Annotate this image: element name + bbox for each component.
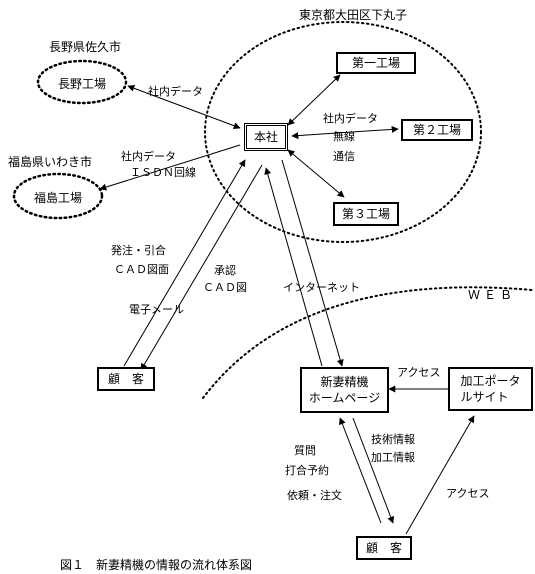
homepage-line2: ホームページ	[308, 391, 381, 405]
process-info-label: 加工情報	[371, 451, 415, 464]
web-boundary-arc	[202, 286, 533, 399]
nagano-location-title: 長野県佐久市	[49, 40, 122, 54]
approval-label1: 承認	[214, 264, 236, 277]
arrow-homepage-to-hq	[264, 167, 323, 367]
arrow-hq-to-homepage	[281, 159, 344, 367]
arrow-hq-to-customer	[140, 164, 263, 371]
portal-line2: ルサイト	[460, 390, 509, 404]
factory2-node: 第２工場	[401, 119, 473, 141]
arrow-hq-nagano	[127, 84, 241, 130]
internet-label: インターネット	[283, 281, 360, 294]
customer-top-node: 顧 客	[97, 367, 155, 391]
arrow-homepage-to-customer	[352, 417, 395, 524]
fukushima-link-label2: ＩＳＤＮ回線	[130, 166, 196, 179]
nagano-link-label: 社内データ	[148, 85, 203, 98]
arrow-customer-to-homepage	[339, 417, 382, 524]
nagano-area-ellipse	[36, 59, 128, 105]
access-portal-label: アクセス	[397, 366, 441, 379]
homepage-node: 新妻精機 ホームページ	[300, 367, 389, 413]
portal-site-node: 加工ポータ ルサイト	[448, 367, 533, 411]
factory3-node: 第３工場	[333, 202, 399, 226]
arrow-hq-factory3	[287, 149, 345, 198]
question-label: 質問	[294, 444, 316, 457]
request-label: 依頼・注文	[287, 489, 342, 502]
internal-link-label2: 無線	[333, 130, 355, 143]
tokyo-area-ellipse	[204, 21, 482, 243]
nagano-factory-node: 長野工場	[57, 77, 106, 91]
email-label: 電子メール	[129, 303, 184, 316]
order-label2: ＣＡＤ図面	[114, 263, 169, 276]
arrow-customer-to-hq	[123, 159, 246, 367]
tokyo-location-title: 東京都大田区下丸子	[299, 8, 408, 22]
approval-label2: ＣＡＤ図	[203, 281, 247, 294]
internal-link-label1: 社内データ	[323, 112, 378, 125]
web-label: ＷＥＢ	[468, 288, 517, 302]
fukushima-link-label1: 社内データ	[121, 150, 176, 163]
customer-bottom-node: 顧 客	[356, 536, 412, 560]
arrow-hq-fukushima	[99, 144, 241, 191]
headquarters-node: 本社	[244, 123, 288, 151]
tech-info-label: 技術情報	[371, 433, 415, 446]
fukushima-location-title: 福島県いわき市	[8, 155, 93, 169]
arrow-hq-factory2	[291, 125, 399, 140]
portal-line1: 加工ポータ	[460, 373, 521, 388]
arrow-customer-to-portal	[405, 415, 475, 535]
order-label1: 発注・引合	[111, 244, 166, 257]
meeting-label: 打合予約	[285, 464, 329, 477]
internal-link-label3: 通信	[333, 150, 355, 163]
arrow-hq-factory1	[287, 74, 341, 126]
fukushima-area-ellipse	[12, 172, 104, 220]
fukushima-factory-node: 福島工場	[33, 191, 82, 205]
figure-caption: 図１ 新妻精機の情報の流れ体系図	[60, 558, 253, 572]
homepage-line1: 新妻精機	[320, 374, 369, 389]
factory1-node: 第一工場	[336, 52, 416, 74]
access-customer-label: アクセス	[446, 487, 490, 500]
